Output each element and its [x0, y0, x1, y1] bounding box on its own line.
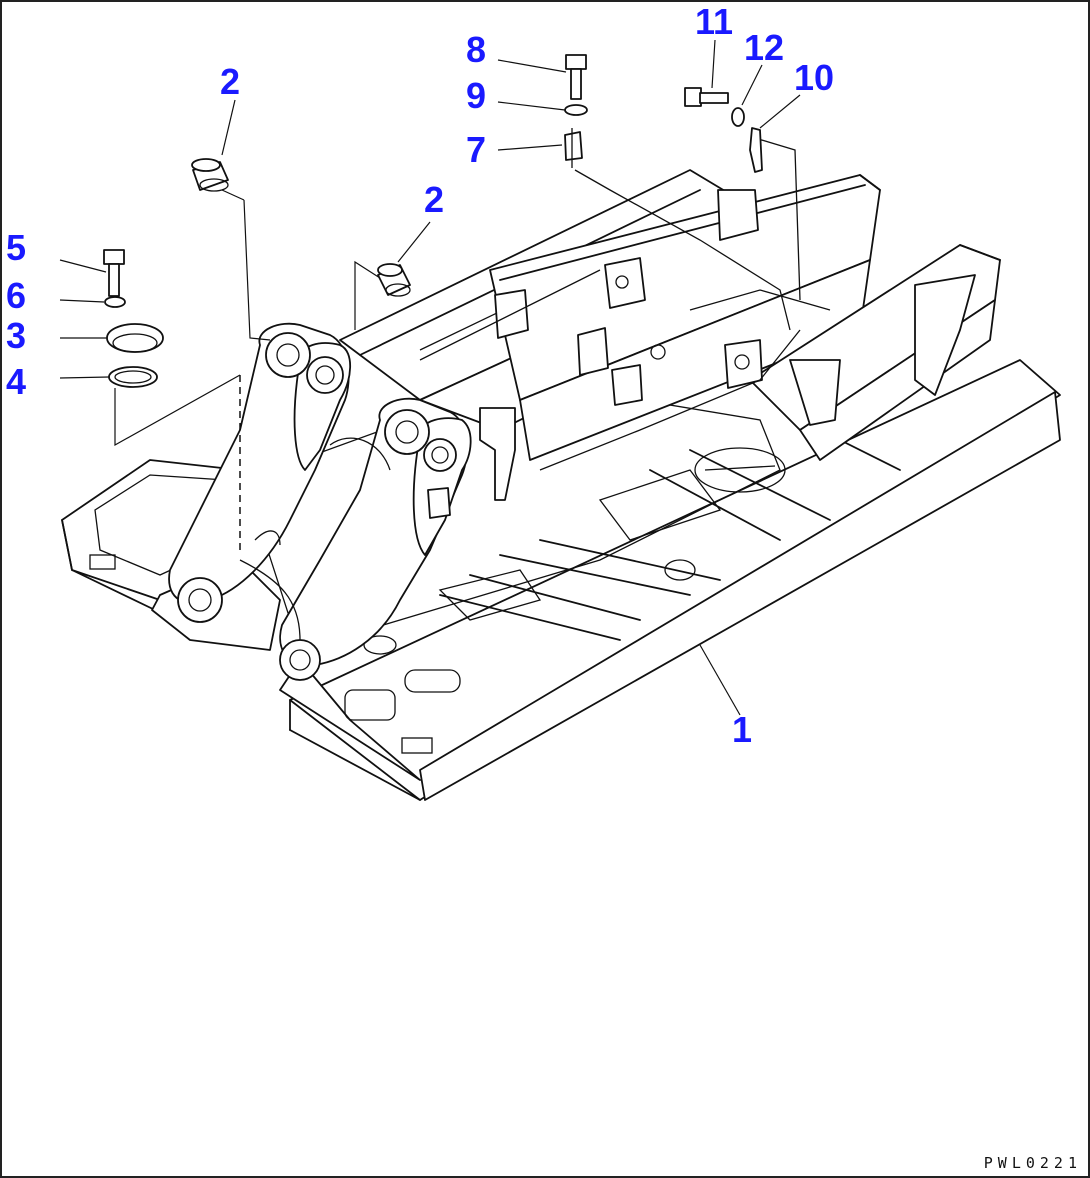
part-label-2-right: 2: [424, 179, 445, 220]
part-label-3: 3: [6, 315, 27, 356]
part-label-12: 12: [744, 27, 785, 68]
bolt-8-drawing: [565, 54, 587, 100]
ring-4-drawing: [108, 366, 158, 388]
washer-12-drawing: [731, 107, 745, 127]
washer-6-drawing: [104, 296, 126, 308]
clamp-10-drawing: [749, 127, 763, 173]
part-label-4: 4: [6, 361, 27, 402]
washer-9-drawing: [564, 104, 588, 116]
leader-lines: [59, 39, 801, 716]
bolt-11-drawing: [684, 87, 729, 107]
bolt-5-drawing: [103, 249, 125, 297]
part-label-9: 9: [466, 75, 487, 116]
part-label-11: 11: [695, 1, 734, 42]
part-label-1: 1: [732, 709, 753, 750]
clamp-7-drawing: [564, 128, 583, 168]
part-label-10: 10: [794, 57, 835, 98]
main-frame-drawing: [61, 137, 1061, 801]
part-label-2-left: 2: [220, 61, 241, 102]
drawing-code: PWL0221: [983, 1154, 1082, 1172]
bushing-left-drawing: [191, 158, 229, 192]
part-label-7: 7: [466, 129, 487, 170]
part-label-6: 6: [6, 275, 27, 316]
part-label-5: 5: [6, 227, 27, 268]
plate-3-drawing: [106, 323, 164, 353]
bushing-right-drawing: [377, 263, 411, 297]
part-label-8: 8: [466, 29, 487, 70]
